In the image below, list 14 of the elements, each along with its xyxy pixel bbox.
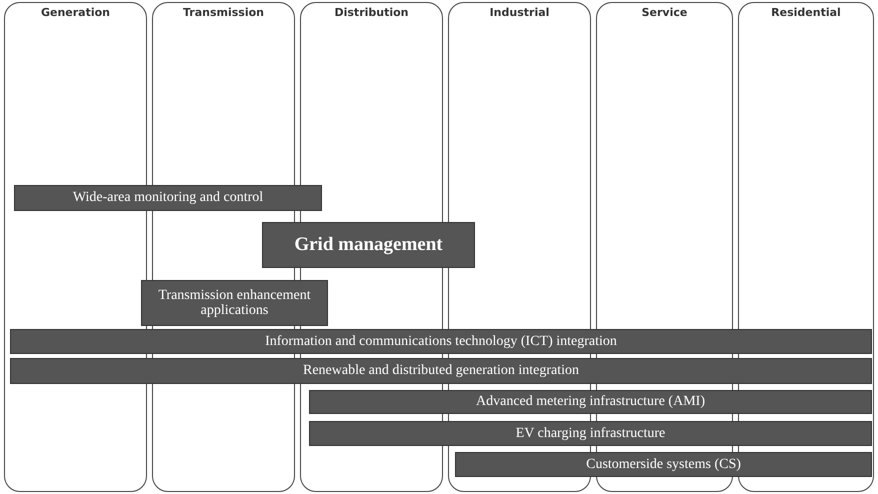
application-bar: Wide-area monitoring and control xyxy=(14,185,322,211)
column-header: Residential xyxy=(770,6,842,19)
column-header: Generation xyxy=(40,6,112,19)
application-bar: Customerside systems (CS) xyxy=(455,452,872,477)
application-bar: Transmission enhancement applications xyxy=(141,280,328,326)
column-header: Transmission xyxy=(182,6,265,19)
column-header: Industrial xyxy=(488,6,550,19)
application-bar: Renewable and distributed generation integration xyxy=(10,358,872,384)
application-bar: Information and communications technology (ICT) integration xyxy=(10,329,872,354)
column-header: Distribution xyxy=(333,6,410,19)
column-header: Service xyxy=(640,6,688,19)
main-category-bar: Grid management xyxy=(262,222,475,268)
application-bar: EV charging infrastructure xyxy=(309,421,872,446)
application-bar: Advanced metering infrastructure (AMI) xyxy=(309,390,872,414)
